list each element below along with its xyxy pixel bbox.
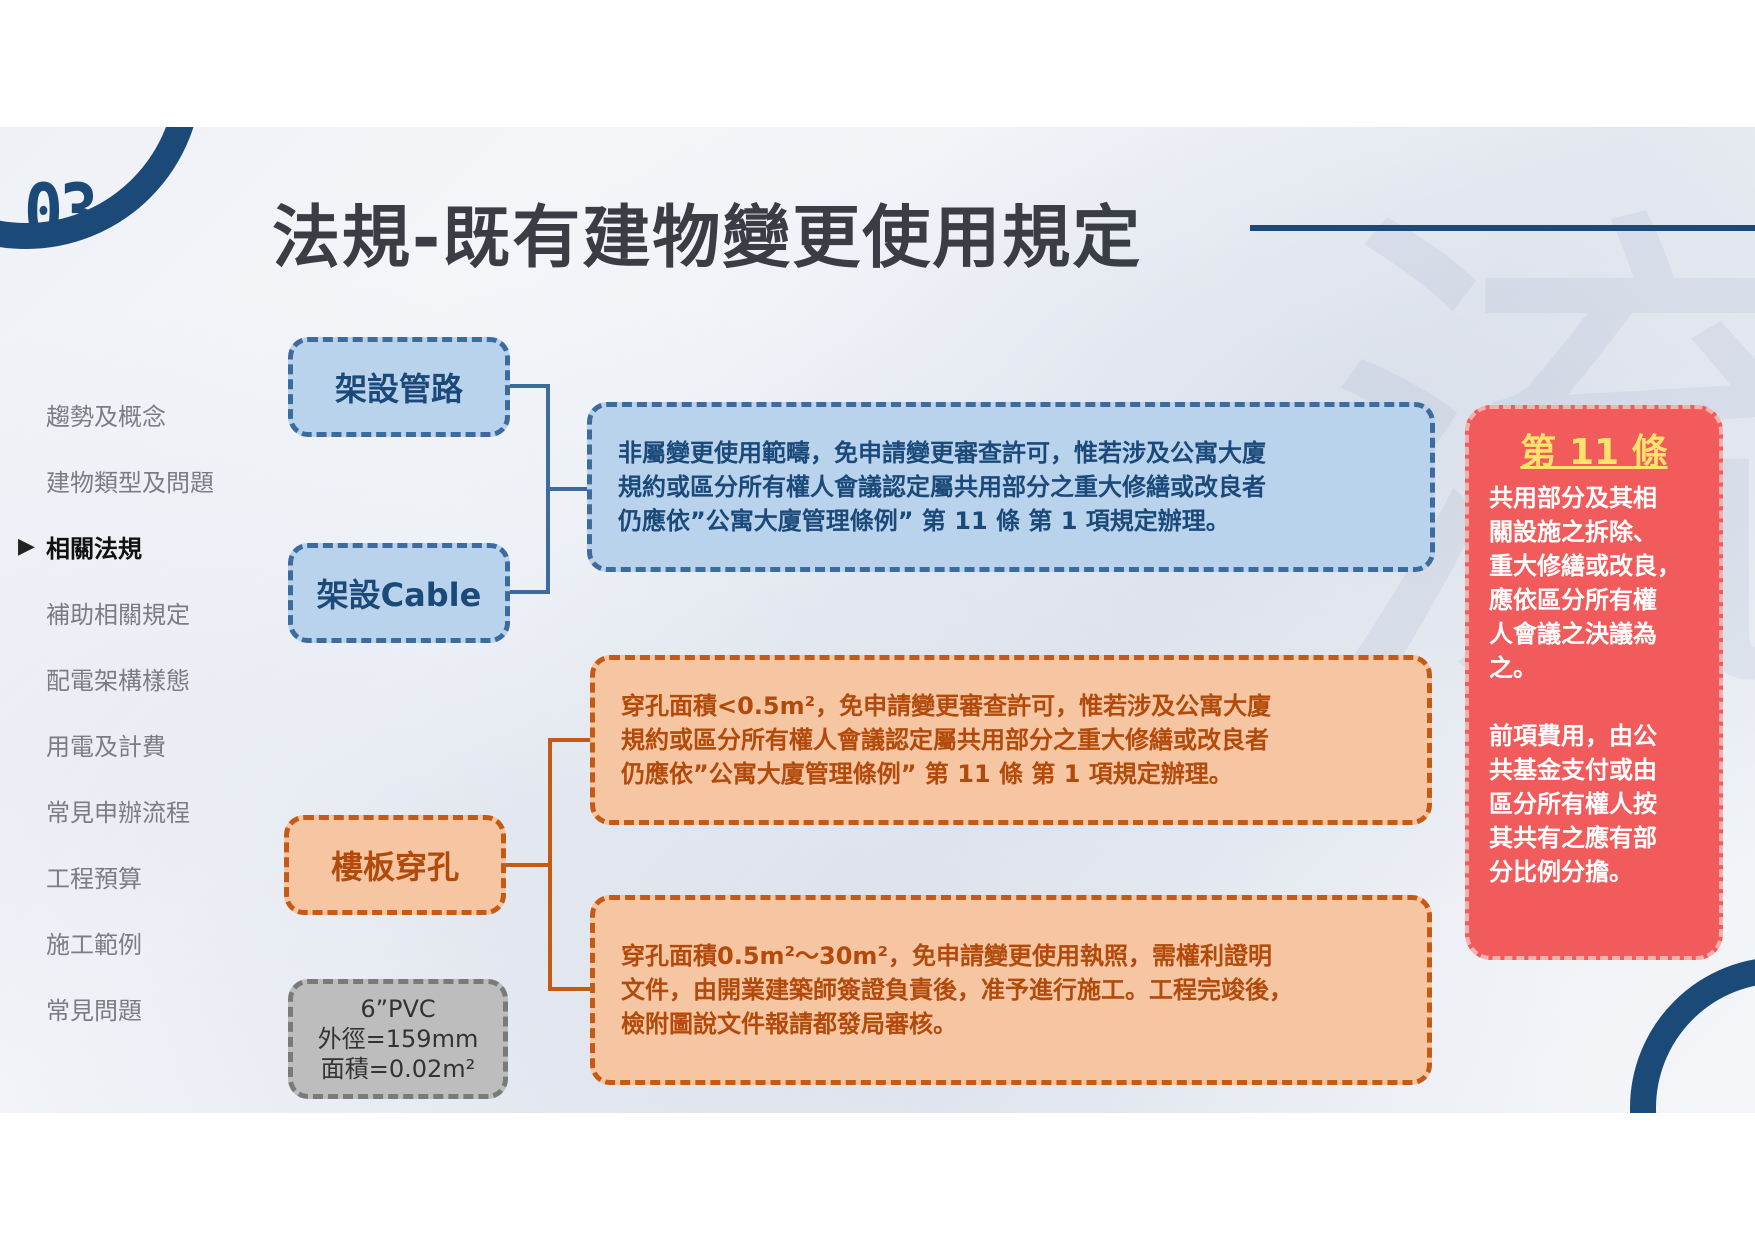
pvc-diameter-label: 外徑=159mm [317, 1025, 479, 1053]
orange-description-box-large: 穿孔面積0.5m²～30m²，免申請變更使用執照，需權利證明 文件，由開業建築師… [590, 895, 1432, 1085]
sidebar-item-application-process[interactable]: 常見申辦流程 [18, 777, 214, 843]
article-paragraph-2: 前項費用，由公 共基金支付或由 區分所有權人按 其共有之應有部 分比例分擔。 [1489, 719, 1699, 889]
pvc-area-label: 面積=0.02m² [320, 1055, 476, 1083]
article-line: 共用部分及其相 [1489, 484, 1657, 512]
article-line: 區分所有權人按 [1489, 790, 1657, 818]
cable-install-label: 架設Cable [316, 576, 482, 614]
pipe-install-box: 架設管路 [288, 337, 510, 437]
article-11-box: 第 11 條 共用部分及其相 關設施之拆除、 重大修繕或改良， 應依區分所有權 … [1465, 405, 1723, 960]
orange-desc-line: 文件，由開業建築師簽證負責後，准予進行施工。工程完竣後， [621, 976, 1293, 1004]
page-title: 法規-既有建物變更使用規定 [272, 199, 1143, 278]
article-line: 其共有之應有部 [1489, 824, 1657, 852]
sidebar-item-construction-examples[interactable]: 施工範例 [18, 909, 214, 975]
article-heading-text: 第 11 條 [1520, 432, 1668, 473]
orange-description-box-small: 穿孔面積<0.5m²，免申請變更審查許可，惟若涉及公寓大廈 規約或區分所有權人會… [590, 655, 1432, 825]
sidebar-item-trends[interactable]: 趨勢及概念 [18, 381, 214, 447]
article-line: 前項費用，由公 [1489, 722, 1657, 750]
sidebar-item-label: 施工範例 [46, 930, 142, 959]
blue-description-box: 非屬變更使用範疇，免申請變更審查許可，惟若涉及公寓大廈 規約或區分所有權人會議認… [587, 402, 1435, 572]
sidebar-item-label: 常見申辦流程 [46, 798, 190, 827]
blue-desc-line: 非屬變更使用範疇，免申請變更審查許可，惟若涉及公寓大廈 [618, 439, 1266, 467]
orange-desc-line: 規約或區分所有權人會議認定屬共用部分之重大修繕或改良者 [621, 726, 1269, 754]
article-line: 共基金支付或由 [1489, 756, 1657, 784]
sidebar-item-label: 配電架構樣態 [46, 666, 190, 695]
sidebar-item-building-types[interactable]: 建物類型及問題 [18, 447, 214, 513]
sidebar-item-label: 建物類型及問題 [46, 468, 214, 497]
cable-install-box: 架設Cable [288, 543, 510, 643]
orange-desc-line: 仍應依”公寓大廈管理條例” 第 11 條 第 1 項規定辦理。 [621, 760, 1233, 788]
orange-desc-line: 穿孔面積0.5m²～30m²，免申請變更使用執照，需權利證明 [621, 942, 1272, 970]
sidebar-item-subsidy[interactable]: 補助相關規定 [18, 579, 214, 645]
article-line: 之。 [1489, 654, 1537, 682]
article-line: 人會議之決議為 [1489, 620, 1657, 648]
section-number: 03 [24, 167, 98, 256]
pvc-spec-box: 6”PVC 外徑=159mm 面積=0.02m² [288, 979, 508, 1099]
article-line: 重大修繕或改良， [1489, 552, 1681, 580]
sidebar-item-label: 用電及計費 [46, 732, 166, 761]
orange-desc-line: 穿孔面積<0.5m²，免申請變更審查許可，惟若涉及公寓大廈 [621, 692, 1272, 720]
article-heading: 第 11 條 [1489, 431, 1699, 475]
sidebar-item-label: 工程預算 [46, 864, 142, 893]
article-line: 分比例分擔。 [1489, 858, 1633, 886]
article-paragraph-1: 共用部分及其相 關設施之拆除、 重大修繕或改良， 應依區分所有權 人會議之決議為… [1489, 481, 1699, 685]
pvc-size-label: 6”PVC [360, 995, 436, 1023]
sidebar-item-label: 常見問題 [46, 996, 142, 1025]
article-line: 關設施之拆除、 [1489, 518, 1657, 546]
pipe-install-label: 架設管路 [334, 370, 463, 408]
sidebar-nav: 趨勢及概念 建物類型及問題 ▶相關法規 補助相關規定 配電架構樣態 用電及計費 … [18, 381, 214, 1041]
title-rule [1250, 225, 1755, 231]
sidebar-item-billing[interactable]: 用電及計費 [18, 711, 214, 777]
slide-background: 流 03 法規-既有建物變更使用規定 趨勢及概念 建物類型及問題 ▶相關法規 補… [0, 127, 1755, 1113]
blue-desc-line: 仍應依”公寓大廈管理條例” 第 11 條 第 1 項規定辦理。 [618, 507, 1230, 535]
sidebar-item-budget[interactable]: 工程預算 [18, 843, 214, 909]
sidebar-item-regulations[interactable]: ▶ 相關法規 [18, 513, 214, 579]
active-arrow-icon: ▶ [18, 533, 35, 559]
floor-drilling-box: 樓板穿孔 [284, 815, 506, 915]
floor-drilling-label: 樓板穿孔 [330, 848, 459, 886]
sidebar-item-label: 相關法規 [46, 534, 142, 563]
orange-desc-line: 檢附圖說文件報請都發局審核。 [621, 1010, 957, 1038]
article-line: 應依區分所有權 [1489, 586, 1657, 614]
blue-desc-line: 規約或區分所有權人會議認定屬共用部分之重大修繕或改良者 [618, 473, 1266, 501]
sidebar-item-label: 趨勢及概念 [46, 402, 166, 431]
sidebar-item-label: 補助相關規定 [46, 600, 190, 629]
sidebar-item-faq[interactable]: 常見問題 [18, 975, 214, 1041]
sidebar-item-power-architecture[interactable]: 配電架構樣態 [18, 645, 214, 711]
